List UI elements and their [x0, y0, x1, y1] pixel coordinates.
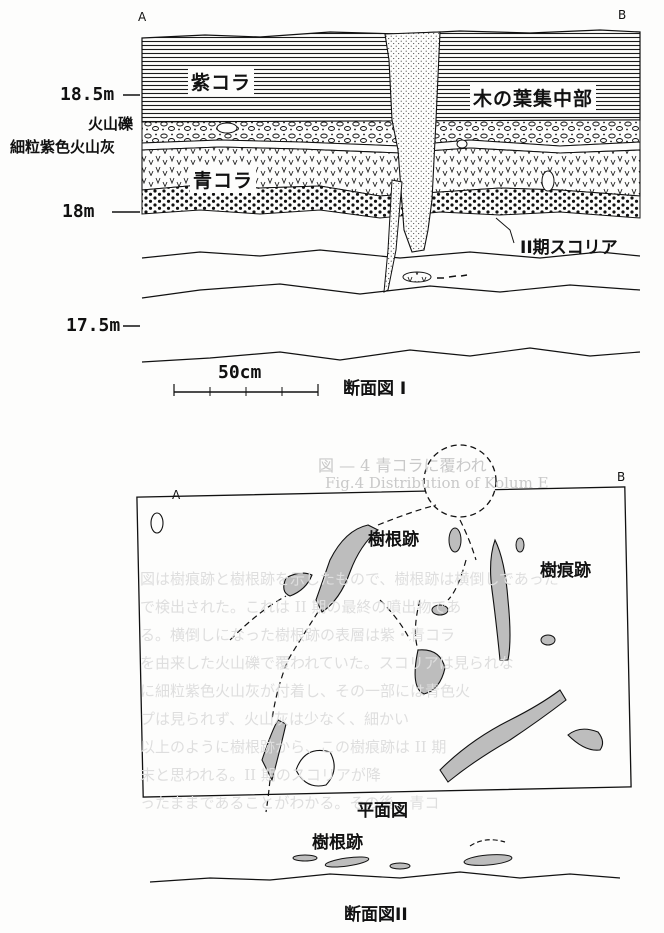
elevation-label-18-5: 18.5m: [60, 84, 115, 105]
horizon-line: [141, 249, 641, 259]
background-text: に細粒紫色火山灰が付着し、その一部には青色火: [140, 682, 471, 700]
plan-frame: [136, 486, 632, 798]
horizon-line: [141, 347, 641, 363]
section-1-diagram: [112, 29, 641, 396]
root-lobe: [489, 538, 511, 661]
pebble: [541, 170, 555, 192]
root-lobe: [567, 728, 604, 751]
root-fragment: [540, 634, 556, 646]
root-fragment: [431, 604, 449, 616]
label-leader: [495, 217, 515, 244]
leaf-concentration-label: 木の葉集中部: [470, 84, 597, 111]
background-text: 図 — 4 青コラに覆われ: [318, 456, 487, 475]
background-text: を由来した火山礫で覆われていた。スコリアは見られな: [140, 654, 514, 672]
root-lobe: [283, 572, 313, 597]
plan-corner-label-a: A: [172, 488, 181, 502]
blue-kora-label: 青コラ: [190, 166, 257, 193]
section-2-surface: [149, 871, 621, 883]
root-lobe: [261, 719, 287, 782]
pebble: [456, 139, 468, 149]
root-lobe: [439, 689, 567, 783]
section-1-caption: 断面図 I: [343, 379, 407, 399]
background-text: プは見られず、火山灰は少なく、細かい: [140, 710, 409, 728]
section-2-diagram: [149, 839, 621, 883]
background-text: で検出された。これは II 期の最終の噴出物であ: [140, 598, 462, 616]
trunk-trace-column: [384, 31, 441, 253]
root-dash: [437, 274, 468, 279]
scale-bar: [173, 384, 319, 396]
section-2-caption: 断面図II: [344, 905, 408, 925]
background-text: Fig.4 Distribution of Kolum E: [325, 474, 549, 492]
root-dashed-trace: [469, 839, 506, 847]
lapilli-label: 火山礫: [88, 115, 134, 133]
background-text: 以上のように樹根跡から、この樹痕跡は II 期: [140, 738, 447, 756]
root-lobe: [295, 749, 335, 787]
root-fragment: [515, 537, 525, 553]
root-fragment: [463, 854, 513, 866]
fine-ash-label: 細粒紫色火山灰: [10, 138, 116, 156]
trunk-outline-dashed: [423, 444, 497, 518]
root-dashed-trace: [229, 504, 477, 813]
root-fragment: [150, 512, 164, 534]
scale-label: 50cm: [218, 362, 262, 383]
root-lobe: [414, 649, 446, 695]
root-lobe: [315, 524, 379, 613]
purple-kora-label: 紫コラ: [188, 68, 255, 95]
root-fragment: [324, 856, 370, 868]
plan-view-diagram: [136, 444, 632, 813]
plan-corner-label-b: B: [617, 470, 626, 484]
scoria-label: II期スコリア: [520, 238, 618, 258]
section-2-root-trace-label: 樹根跡: [312, 833, 363, 853]
background-text: 末と思われる。II 期のスコリアが降: [140, 766, 381, 784]
root-trace-label: 樹根跡: [368, 530, 419, 550]
plan-caption: 平面図: [357, 801, 408, 821]
corner-label-b: B: [618, 8, 627, 22]
root-lens: [402, 271, 432, 283]
root-trace: [383, 179, 403, 293]
pebble: [216, 122, 238, 134]
corner-label-a: A: [138, 10, 147, 24]
background-text: 図は樹痕跡と樹根跡を示したもので、樹根跡は横倒しであった: [140, 570, 559, 588]
root-fragment: [448, 527, 462, 553]
horizon-line: [141, 283, 641, 299]
trunk-trace-label: 樹痕跡: [540, 561, 591, 581]
root-fragment: [389, 862, 411, 870]
background-text: ったままであることがわかる。その後、青コ: [140, 794, 440, 812]
elevation-label-18: 18m: [62, 201, 95, 222]
root-fragment: [292, 854, 318, 862]
elevation-label-17-5: 17.5m: [66, 315, 121, 336]
background-text: る。横倒しになった樹根跡の表層は紫・青コラ: [140, 626, 456, 644]
